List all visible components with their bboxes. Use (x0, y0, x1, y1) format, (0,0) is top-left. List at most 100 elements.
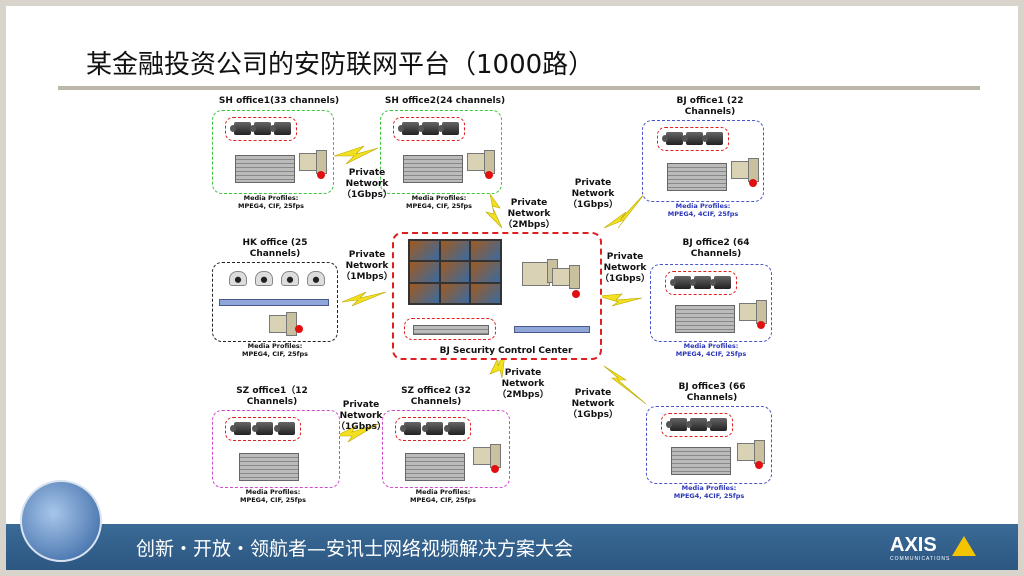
lightning-hk-center (341, 291, 387, 307)
camera-group (225, 117, 297, 141)
media-profiles-sh1: Media Profiles: MPEG4, CIF, 25fps (238, 194, 304, 210)
link-label-bj1-center: Private Network （1Gbps） (568, 178, 618, 210)
camera-icon (400, 422, 421, 435)
office-label-sz2: SZ office2 (32 Channels) (401, 386, 471, 407)
camera-group (665, 271, 737, 295)
media-profiles-bj1: Media Profiles: MPEG4, 4CIF, 25fps (667, 202, 739, 218)
video-server-icon (675, 305, 735, 333)
dome-camera-icon (281, 271, 299, 286)
media-profiles-sz2: Media Profiles: MPEG4, CIF, 25fps (410, 488, 476, 504)
lightning-bj3-center (603, 365, 647, 405)
workstation-icon (731, 158, 759, 182)
network-bus (514, 326, 590, 333)
camera-icon (710, 276, 731, 289)
media-profiles-bj3: Media Profiles: MPEG4, 4CIF, 25fps (673, 484, 745, 500)
link-label-hk-center: Private Network （1Mbps） (341, 250, 393, 282)
video-server-icon (403, 155, 463, 183)
camera-icon (670, 276, 691, 289)
axis-triangle-icon (952, 536, 976, 556)
page-title: 某金融投资公司的安防联网平台（1000路） (86, 50, 595, 80)
title-divider (58, 86, 980, 90)
link-label-sh2-center: Private Network （2Mbps） (503, 198, 555, 230)
office-bj1 (642, 120, 764, 202)
link-label-bj3-center: Private Network （1Gbps） (568, 388, 618, 420)
video-server-icon (405, 453, 465, 481)
dome-camera-icon (229, 271, 247, 286)
video-server-icon (239, 453, 299, 481)
lightning-bj2-center (597, 293, 643, 307)
link-label-sh1-sh2: Private Network （1Gbps） (342, 168, 392, 200)
logo-text: AXIS (890, 534, 937, 556)
office-label-bj1: BJ office1 (22 Channels) (676, 96, 744, 117)
media-profiles-sz1: Media Profiles: MPEG4, CIF, 25fps (240, 488, 306, 504)
camera-group (393, 117, 465, 141)
camera-icon (444, 422, 465, 435)
dome-camera-icon (307, 271, 325, 286)
workstation-icon (473, 444, 501, 468)
office-bj2 (650, 264, 772, 342)
slide: 某金融投资公司的安防联网平台（1000路） SH office1(33 chan… (6, 6, 1018, 570)
camera-icon (422, 422, 443, 435)
camera-icon (230, 122, 251, 135)
workstation-icon (522, 259, 558, 286)
camera-icon (706, 418, 727, 431)
alarm-icon (485, 171, 493, 179)
camera-icon (230, 422, 251, 435)
switch-group (404, 318, 496, 340)
workstation-icon (552, 265, 580, 289)
camera-icon (666, 418, 687, 431)
camera-icon (250, 122, 271, 135)
camera-icon (682, 132, 703, 145)
office-label-sh2: SH office2(24 channels) (384, 96, 506, 106)
link-label-sz2-center: Private Network （2Mbps） (497, 368, 549, 400)
alarm-icon (295, 325, 303, 333)
alarm-icon (749, 179, 757, 187)
camera-icon (686, 418, 707, 431)
alarm-icon (757, 321, 765, 329)
video-server-icon (235, 155, 295, 183)
alarm-icon (317, 171, 325, 179)
alarm-icon (572, 290, 580, 298)
lightning-sz1-sz2 (335, 423, 379, 443)
office-label-bj2: BJ office2 (64 Channels) (682, 238, 750, 259)
video-server-icon (671, 447, 731, 475)
camera-icon (270, 122, 291, 135)
switch-icon (413, 325, 489, 335)
dome-camera-icon (255, 271, 273, 286)
camera-group (225, 417, 301, 441)
alarm-icon (491, 465, 499, 473)
media-profiles-sh2: Media Profiles: MPEG4, CIF, 25fps (406, 194, 472, 210)
camera-icon (252, 422, 273, 435)
office-hk (212, 262, 338, 342)
camera-icon (438, 122, 459, 135)
globe-logo-icon (20, 480, 102, 562)
office-sh2 (380, 110, 502, 194)
camera-icon (690, 276, 711, 289)
camera-icon (398, 122, 419, 135)
video-server-icon (667, 163, 727, 191)
office-sz2 (382, 410, 510, 488)
media-profiles-hk: Media Profiles: MPEG4, CIF, 25fps (242, 342, 308, 358)
workstation-icon (299, 150, 327, 174)
center-label: BJ Security Control Center (439, 346, 573, 356)
network-bus (219, 299, 329, 306)
office-sh1 (212, 110, 334, 194)
lightning-sh1-sh2 (333, 145, 379, 165)
link-label-bj2-center: Private Network （1Gbps） (600, 252, 650, 284)
office-label-hk: HK office (25 Channels) (242, 238, 308, 259)
video-wall-icon (408, 239, 502, 305)
camera-icon (662, 132, 683, 145)
workstation-icon (269, 312, 297, 336)
camera-icon (274, 422, 295, 435)
camera-icon (702, 132, 723, 145)
camera-group (661, 413, 733, 437)
logo-subtext: COMMUNICATIONS (890, 556, 951, 562)
network-links (333, 145, 647, 443)
office-label-bj3: BJ office3 (66 Channels) (678, 382, 746, 403)
camera-group (395, 417, 471, 441)
footer-banner: 创新・开放・领航者—安讯士网络视频解决方案大会 (6, 524, 1018, 570)
lightning-sh2-center (485, 193, 503, 229)
workstation-icon (737, 440, 765, 464)
footer-text: 创新・开放・领航者—安讯士网络视频解决方案大会 (136, 538, 574, 560)
